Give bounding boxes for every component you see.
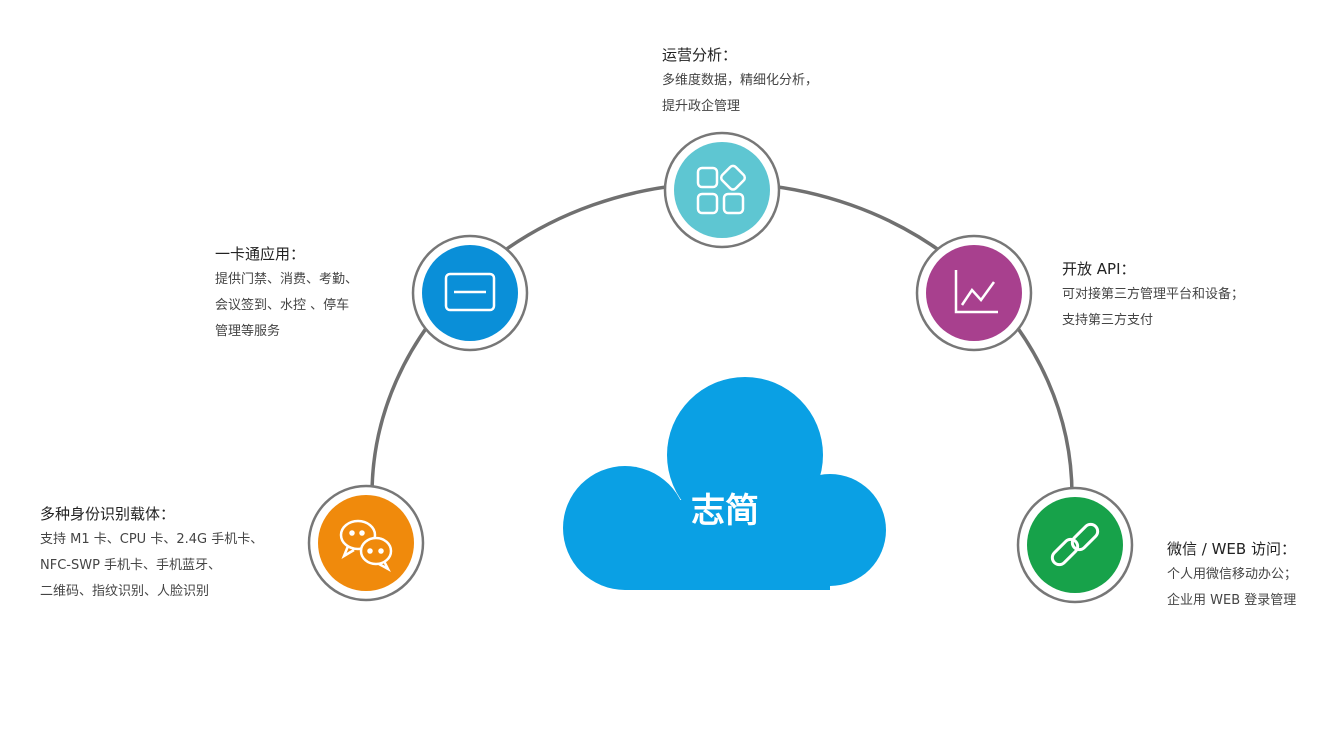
card-icon [444, 272, 496, 312]
apps-grid-icon [696, 164, 747, 215]
node-identity [307, 484, 425, 602]
text-web: 微信 / WEB 访问： 个人用微信移动办公； 企业用 WEB 登录管理 [1167, 536, 1297, 614]
web-title: 微信 / WEB 访问： [1167, 540, 1296, 558]
link-icon [1050, 522, 1100, 567]
text-card: 一卡通应用： 提供门禁、消费、考勤、 会议签到、水控 、停车 管理等服务 [215, 241, 358, 345]
card-line: 提供门禁、消费、考勤、 [215, 272, 359, 287]
identity-line: NFC-SWP 手机卡、手机蓝牙、 [40, 558, 222, 573]
api-line: 可对接第三方管理平台和设备； [1062, 287, 1245, 302]
node-web [1016, 486, 1134, 604]
chart-icon [954, 270, 998, 314]
card-line: 会议签到、水控 、停车 [215, 298, 350, 313]
web-line: 个人用微信移动办公； [1167, 567, 1298, 582]
api-title: 开放 API： [1062, 260, 1136, 278]
identity-line: 二维码、指纹识别、人脸识别 [40, 584, 210, 599]
analytics-line: 提升政企管理 [662, 99, 741, 114]
node-card [411, 234, 529, 352]
analytics-line: 多维度数据，精细化分析， [662, 73, 819, 88]
identity-line: 支持 M1 卡、CPU 卡、2.4G 手机卡、 [40, 532, 264, 547]
card-line: 管理等服务 [215, 324, 281, 339]
text-identity: 多种身份识别载体： 支持 M1 卡、CPU 卡、2.4G 手机卡、 NFC-SW… [40, 501, 263, 605]
analytics-title: 运营分析： [662, 46, 738, 64]
node-api [915, 234, 1033, 352]
api-line: 支持第三方支付 [1062, 313, 1154, 328]
chat-bubbles-icon [339, 519, 393, 573]
text-api: 开放 API： 可对接第三方管理平台和设备； 支持第三方支付 [1062, 256, 1244, 334]
web-line: 企业用 WEB 登录管理 [1167, 593, 1297, 608]
cloud-shape [563, 377, 886, 590]
card-title: 一卡通应用： [215, 245, 306, 263]
text-analytics: 运营分析： 多维度数据，精细化分析， 提升政企管理 [662, 42, 818, 120]
node-analytics [663, 131, 781, 249]
identity-title: 多种身份识别载体： [40, 505, 176, 523]
center-label: 志简 [691, 491, 759, 531]
